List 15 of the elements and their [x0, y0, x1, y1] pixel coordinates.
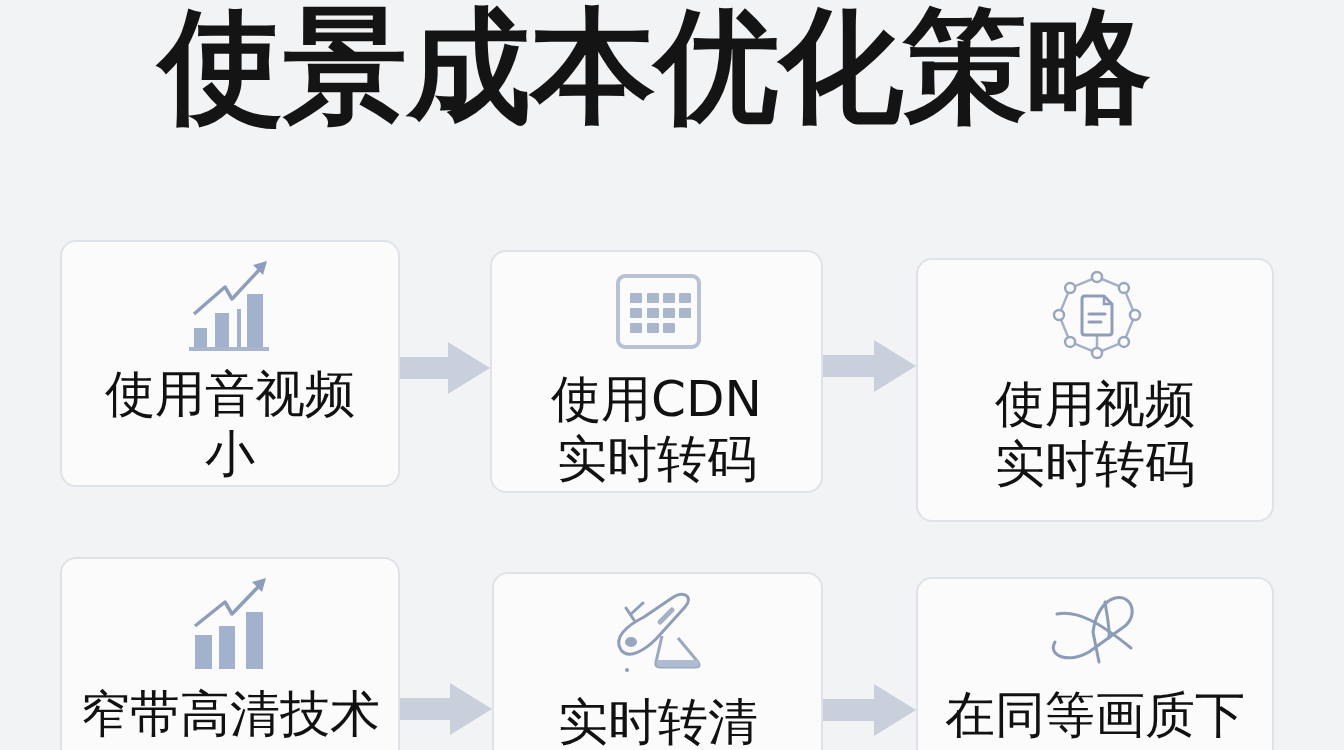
arrow	[823, 340, 916, 392]
step-label: 使用音视频小	[104, 364, 356, 484]
step-card	[492, 572, 823, 750]
step-label: 窄带高清技术	[79, 684, 381, 744]
step-label: 实时转清	[556, 692, 759, 750]
arrow	[823, 684, 916, 736]
step-card	[490, 250, 823, 493]
step-label: 在同等画质下	[944, 685, 1246, 745]
step-label: 使用CDN实时转码	[550, 369, 763, 489]
step-label: 使用视频实时转码	[994, 374, 1196, 494]
step-card	[916, 258, 1274, 522]
step-card	[60, 240, 400, 487]
arrow	[400, 342, 490, 394]
arrow	[400, 683, 492, 735]
step-card	[60, 557, 400, 750]
